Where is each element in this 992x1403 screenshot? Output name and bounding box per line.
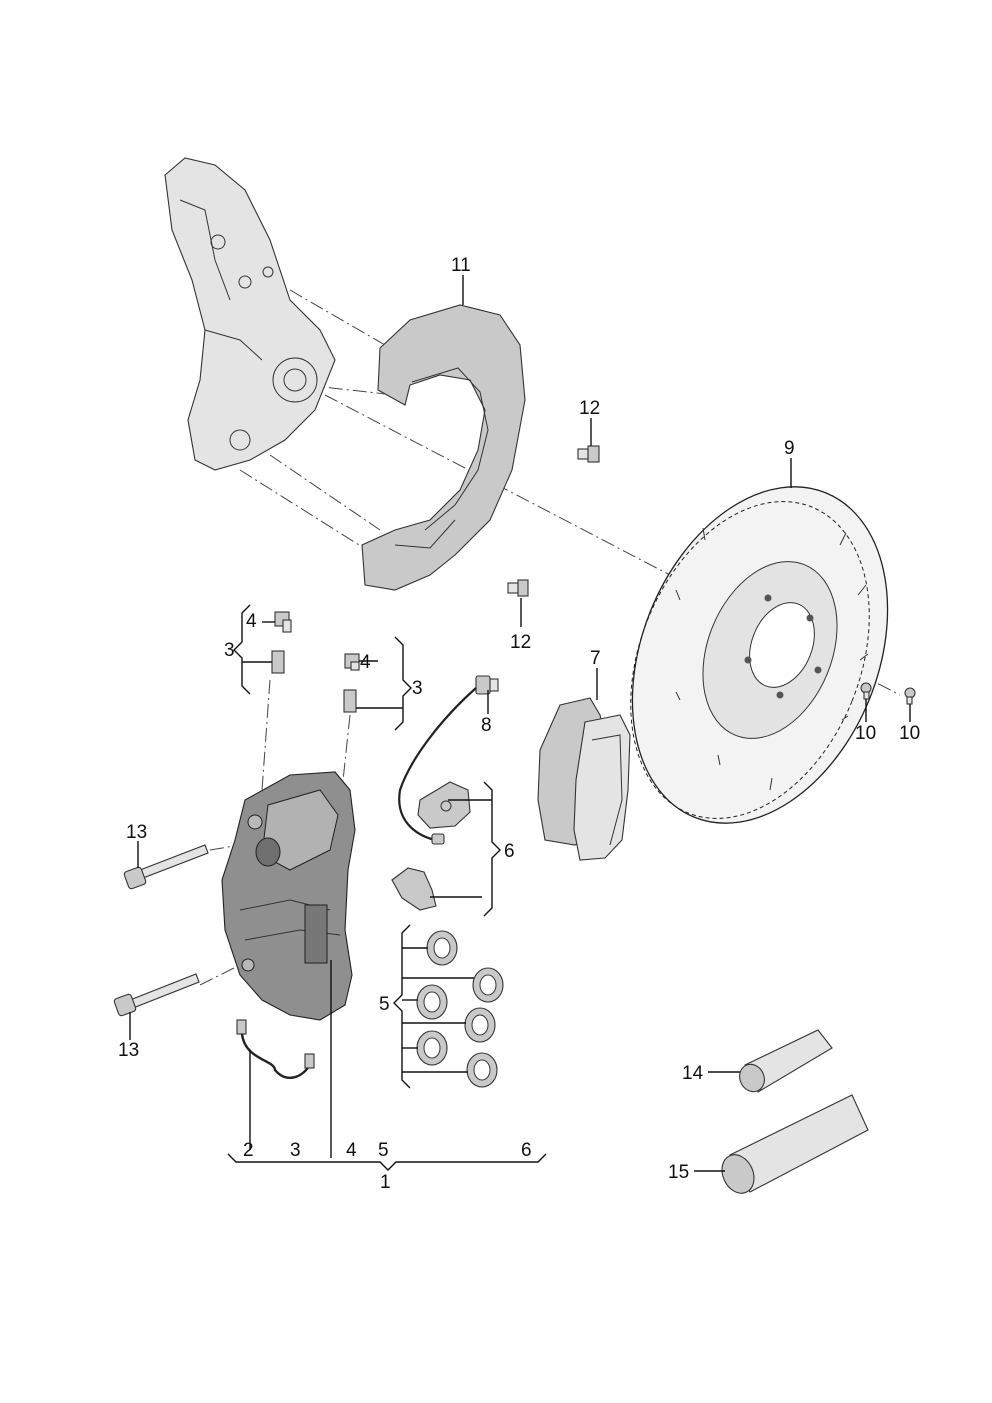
bleeder-fitting-right xyxy=(343,653,360,713)
seal-rings xyxy=(416,930,504,1088)
spring-clip-lower xyxy=(391,867,437,911)
callout-15: 15 xyxy=(668,1162,689,1183)
shield-screw-upper xyxy=(577,445,600,463)
brake-disc xyxy=(630,486,889,824)
leader-lines xyxy=(129,275,911,1172)
callout-5: 5 xyxy=(379,994,390,1015)
callout-9: 9 xyxy=(784,438,795,459)
brake-line xyxy=(236,1019,315,1079)
caliper-bolt-upper xyxy=(123,844,209,890)
callout-3-left: 3 xyxy=(224,640,235,661)
callout-6: 6 xyxy=(504,841,515,862)
bleeder-fitting-left xyxy=(271,611,292,674)
callout-11: 11 xyxy=(451,255,471,276)
callout-2: 2 xyxy=(243,1140,254,1161)
callout-3-right: 3 xyxy=(412,678,423,699)
wear-sensor xyxy=(398,675,499,845)
caliper-bolt-lower xyxy=(113,973,200,1017)
callout-7: 7 xyxy=(590,648,601,669)
callout-4-bottom: 4 xyxy=(346,1140,357,1161)
wheel-carrier xyxy=(164,157,336,471)
callout-3-bottom: 3 xyxy=(290,1140,301,1161)
callout-14: 14 xyxy=(682,1063,704,1084)
callout-4-upper-left: 4 xyxy=(246,611,257,632)
grease-tube-large xyxy=(721,1094,869,1194)
callout-1: 1 xyxy=(380,1172,391,1193)
callout-6-bottom: 6 xyxy=(521,1140,532,1161)
callout-8: 8 xyxy=(481,715,492,736)
callout-10-right: 10 xyxy=(899,723,920,744)
grease-tube-small xyxy=(739,1029,833,1093)
callout-4-right: 4 xyxy=(360,652,371,673)
spring-clip-upper xyxy=(417,781,471,829)
brake-caliper xyxy=(221,771,356,1021)
callout-5-bottom: 5 xyxy=(378,1140,389,1161)
callout-12-upper: 12 xyxy=(579,398,600,419)
callout-labels: 11 12 12 9 10 10 7 8 6 5 4 3 4 3 13 13 2… xyxy=(118,255,920,1193)
brake-pads xyxy=(537,697,631,861)
shield-screw-lower xyxy=(507,579,529,597)
disc-screw-right xyxy=(904,687,916,705)
callout-13-upper: 13 xyxy=(126,822,147,843)
callout-10-left: 10 xyxy=(855,723,876,744)
callout-13-lower: 13 xyxy=(118,1040,139,1061)
callout-12-lower: 12 xyxy=(510,632,531,653)
splash-shield xyxy=(361,304,526,591)
